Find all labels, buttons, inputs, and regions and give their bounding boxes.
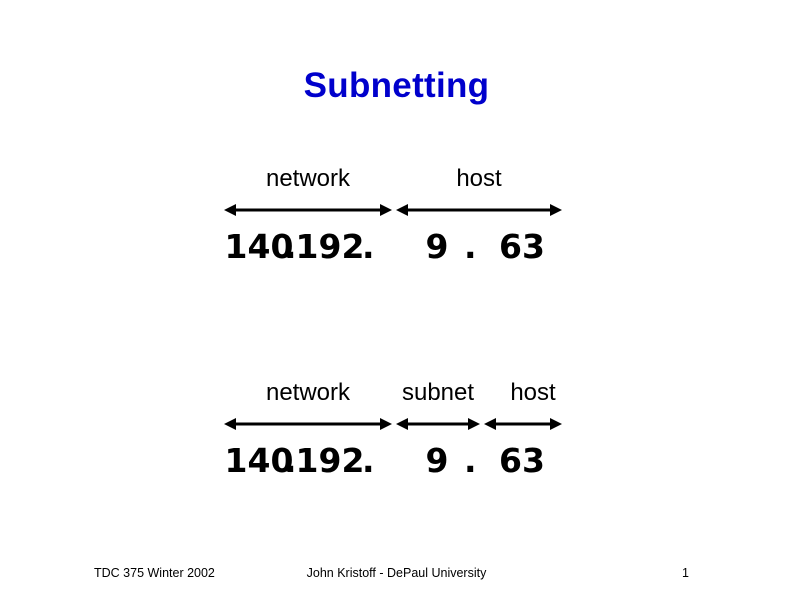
arrow-bar-network-host bbox=[224, 204, 562, 216]
diagram-one-arrows bbox=[0, 199, 793, 221]
page-title: Subnetting bbox=[303, 66, 490, 105]
address-separator-2: . bbox=[362, 227, 375, 266]
diagram-two-labels: network subnet host bbox=[0, 379, 793, 413]
label-network-2: network bbox=[265, 379, 351, 406]
address-octet-2: 192 bbox=[295, 227, 365, 266]
address2-octet-2: 192 bbox=[295, 441, 365, 480]
address-separator-1: . bbox=[284, 227, 297, 266]
diagram-one-address: 140 . 192 . 9 . 63 bbox=[0, 227, 793, 275]
footer-author: John Kristoff - DePaul University bbox=[306, 566, 487, 580]
label-subnet: subnet bbox=[401, 379, 475, 406]
label-host: host bbox=[456, 165, 502, 192]
diagram-network-host: network host 140 . 192 bbox=[0, 165, 793, 275]
address-octet-3: 9 bbox=[425, 227, 449, 266]
label-network: network bbox=[265, 165, 351, 192]
address-octet-1: 140 bbox=[224, 227, 294, 266]
address2-separator-1: . bbox=[284, 441, 297, 480]
address2-separator-2: . bbox=[362, 441, 375, 480]
address-separator-3: . bbox=[464, 227, 477, 266]
address-octet-4: 63 bbox=[499, 227, 545, 266]
footer-course: TDC 375 Winter 2002 bbox=[94, 566, 215, 580]
address2-separator-3: . bbox=[464, 441, 477, 480]
arrow-bar-network-subnet-host bbox=[224, 418, 562, 430]
slide-footer: TDC 375 Winter 2002 John Kristoff - DePa… bbox=[0, 566, 793, 586]
diagram-two-arrows bbox=[0, 413, 793, 435]
diagram-one-labels: network host bbox=[0, 165, 793, 199]
footer-page-number: 1 bbox=[682, 566, 689, 580]
diagram-network-subnet-host: network subnet host bbox=[0, 379, 793, 489]
address2-octet-1: 140 bbox=[224, 441, 294, 480]
label-host-2: host bbox=[510, 379, 556, 406]
address2-octet-3: 9 bbox=[425, 441, 449, 480]
diagram-two-address: 140 . 192 . 9 . 63 bbox=[0, 441, 793, 489]
address2-octet-4: 63 bbox=[499, 441, 545, 480]
